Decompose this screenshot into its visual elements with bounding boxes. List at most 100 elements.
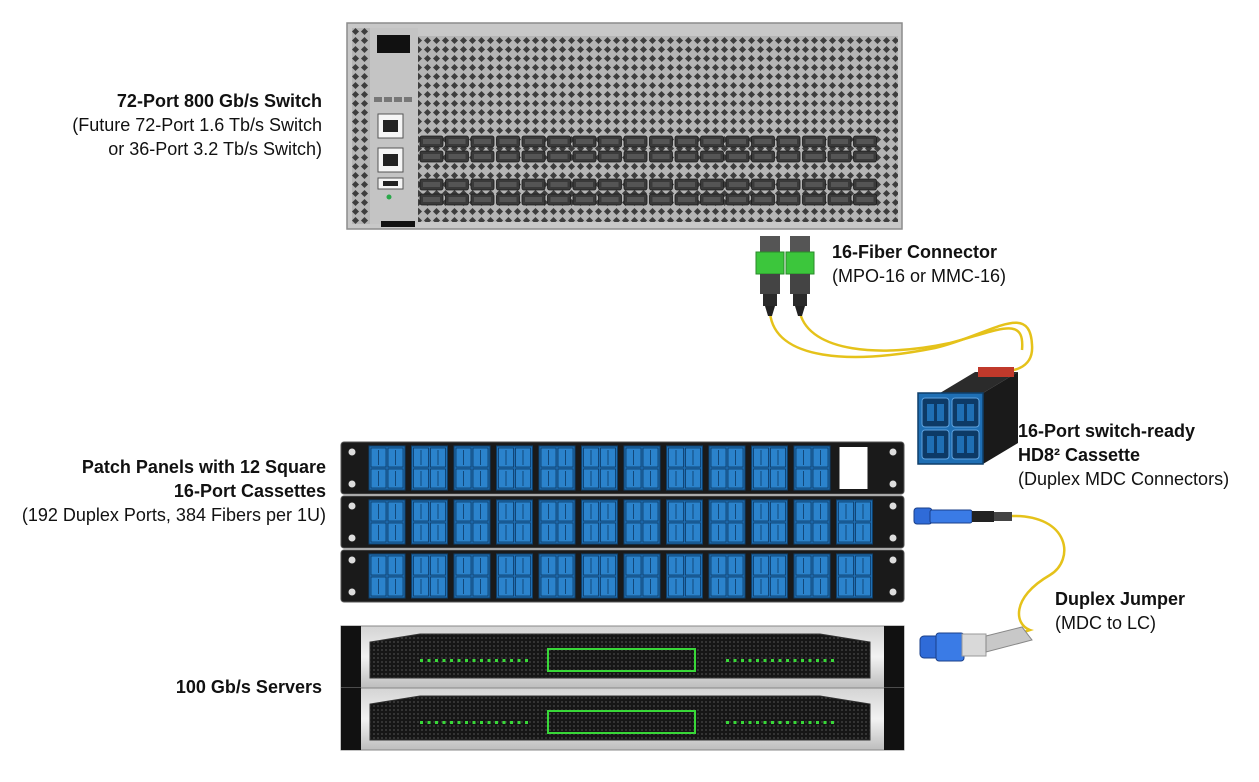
switch-port-cage: [729, 182, 746, 187]
server-led: [502, 721, 506, 724]
server-display-window: [547, 710, 696, 734]
switch-port-cage: [576, 139, 593, 144]
trunk-fiber-cables: [768, 312, 1034, 374]
switch-port-cage: [474, 139, 491, 144]
switch-port-cage: [652, 154, 670, 159]
server-led: [808, 721, 812, 724]
server-led: [778, 659, 782, 662]
switch-port-cage: [448, 154, 466, 159]
switch-label: 72-Port 800 Gb/s Switch (Future 72-Port …: [2, 89, 322, 161]
switch-port-cage: [856, 182, 874, 187]
server-led: [487, 659, 491, 662]
server-led: [741, 659, 744, 662]
server-led: [823, 721, 827, 724]
server-led: [771, 721, 774, 724]
server-led: [517, 721, 521, 724]
server-led: [823, 659, 827, 662]
panels-subtitle: (192 Duplex Ports, 384 Fibers per 1U): [21, 505, 326, 525]
servers-label: 100 Gb/s Servers: [22, 675, 322, 699]
switch-port-cage: [474, 182, 491, 187]
panel-screw: [889, 448, 897, 456]
switch-port-cage: [780, 197, 797, 202]
server-led: [472, 659, 476, 662]
switch-port-cage: [448, 139, 466, 144]
switch-port-cage: [652, 182, 670, 187]
server-led: [495, 721, 498, 724]
mpo-connector-2: [785, 236, 815, 316]
server-led: [741, 721, 744, 724]
server-led: [763, 721, 767, 724]
switch-port-cage: [576, 197, 593, 202]
switch-port-cage: [703, 139, 721, 144]
server-led: [442, 659, 446, 662]
switch-port-cage: [831, 154, 848, 159]
switch-port-cage: [856, 154, 874, 159]
panels-label: Patch Panels with 12 Square 16-Port Cass…: [0, 455, 326, 527]
server-led: [748, 659, 752, 662]
server-led: [427, 721, 431, 724]
server-led: [465, 659, 468, 662]
switch-port-cage: [831, 182, 848, 187]
mpo-connectors: [755, 236, 815, 316]
server-led: [816, 721, 819, 724]
switch-port-cage: [678, 154, 695, 159]
server-led: [427, 659, 431, 662]
lc-connector: [919, 626, 1033, 662]
panel-screw: [889, 534, 897, 542]
switch-port-cage: [805, 197, 823, 202]
switch-port-cage: [423, 139, 440, 144]
server-led: [733, 659, 737, 662]
server-ear-left: [341, 626, 361, 688]
panels-title-1: Patch Panels with 12 Square: [81, 457, 326, 477]
hd8-cassette: [917, 367, 1018, 465]
server-led: [480, 659, 483, 662]
jumper-title: Duplex Jumper: [1055, 589, 1186, 609]
switch-port-cage: [703, 154, 721, 159]
switch-port-cage: [678, 139, 695, 144]
switch-port-cage: [729, 197, 746, 202]
server-led: [771, 659, 774, 662]
switch-port-cage: [550, 139, 568, 144]
switch-port-cage: [678, 197, 695, 202]
switch-port-cage: [525, 197, 542, 202]
switch-port-cage: [474, 197, 491, 202]
switch-chassis: [346, 22, 903, 230]
cassette-label: 16-Port switch-ready HD8² Cassette (Dupl…: [1018, 419, 1258, 491]
server-led: [525, 659, 528, 662]
switch-subtitle-2: or 36-Port 3.2 Tb/s Switch): [108, 139, 322, 159]
server-led: [480, 721, 483, 724]
server-led: [801, 659, 804, 662]
server-led: [786, 721, 789, 724]
server-led: [487, 721, 491, 724]
panel-screw: [889, 556, 897, 564]
switch-port-cage: [729, 139, 746, 144]
switch-port-cage: [525, 139, 542, 144]
patch-panel: [340, 441, 905, 495]
server-led: [756, 659, 759, 662]
server-led: [457, 721, 461, 724]
server-unit: [340, 625, 905, 689]
server-led: [517, 659, 521, 662]
server-led: [420, 659, 423, 662]
connector-label: 16-Fiber Connector (MPO-16 or MMC-16): [832, 240, 1092, 288]
server-ear-left: [341, 688, 361, 750]
switch-title: 72-Port 800 Gb/s Switch: [116, 91, 322, 111]
server-led: [778, 721, 782, 724]
switch-port-cage: [831, 197, 848, 202]
switch-port-cage: [601, 182, 619, 187]
server-led: [502, 659, 506, 662]
server-unit: [340, 687, 905, 751]
panel-screw: [889, 502, 897, 510]
switch-port-cage: [525, 182, 542, 187]
server-led: [450, 659, 453, 662]
mdc-connector: [913, 507, 1012, 525]
switch-port-cage: [627, 182, 644, 187]
patch-panel: [340, 495, 905, 549]
switch-port-cage: [652, 197, 670, 202]
switch-port-cage: [780, 139, 797, 144]
server-stack: [340, 625, 905, 751]
switch-port-cage: [525, 154, 542, 159]
switch-port-cage: [831, 139, 848, 144]
switch-port-cage: [627, 139, 644, 144]
switch-port-cage: [780, 182, 797, 187]
